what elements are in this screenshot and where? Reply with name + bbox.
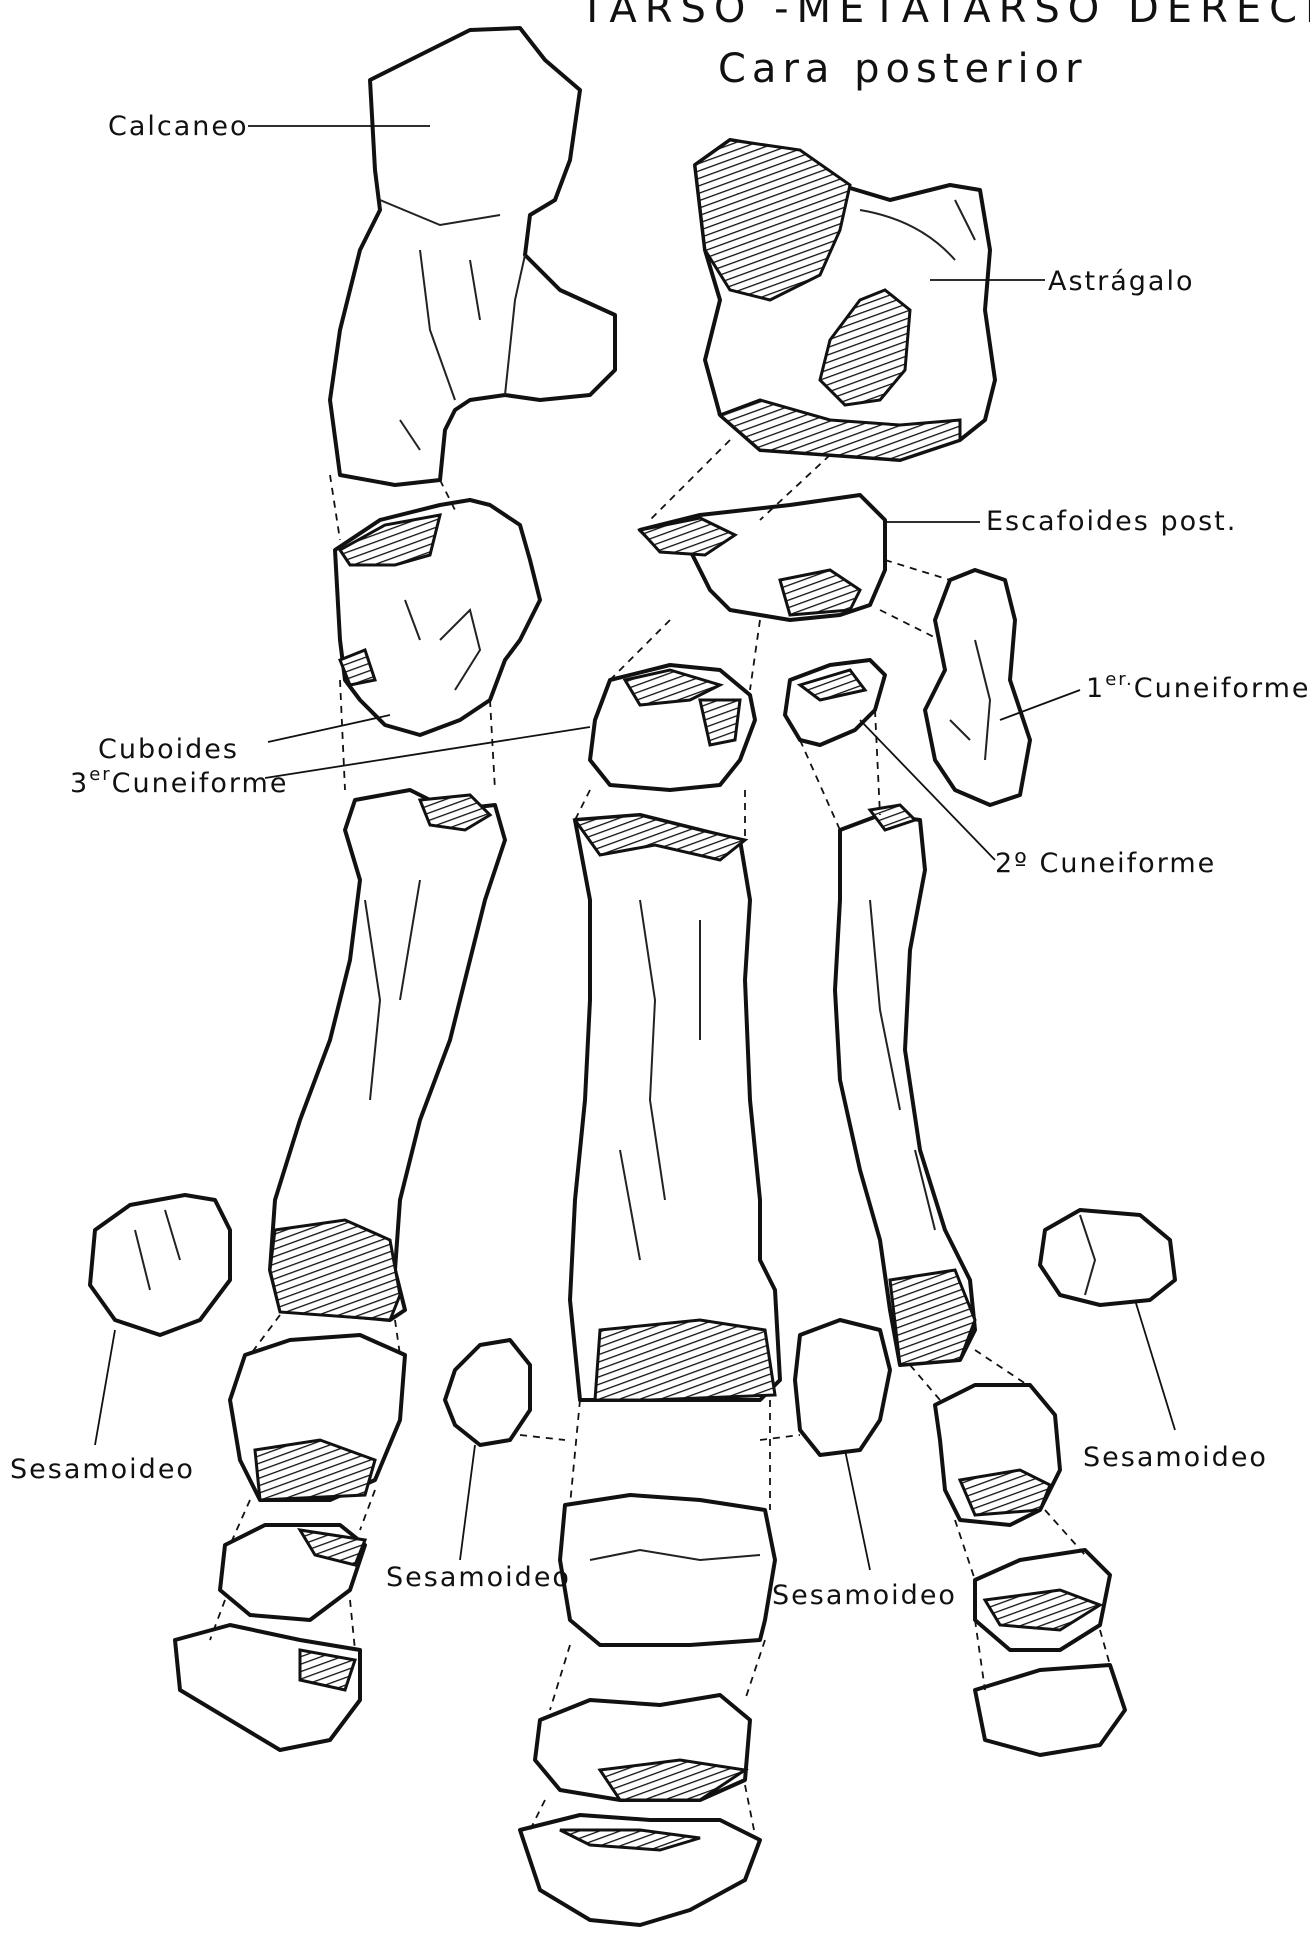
label-third-cuneiform-text: Cuneiforme [112, 768, 289, 799]
medial-proximal-phalanx [935, 1385, 1060, 1525]
calcaneus-bone [330, 28, 615, 485]
sesamoid-inner-right [795, 1320, 890, 1455]
cuboid-bone [335, 500, 540, 735]
label-first-cuneiform: 1er.Cuneiforme [1086, 669, 1310, 704]
lateral-metatarsal-bone [270, 790, 505, 1320]
label-first-cuneiform-sup: er. [1105, 669, 1134, 690]
figure-subtitle: Cara posterior [718, 46, 1088, 92]
central-middle-phalanx [535, 1695, 750, 1800]
third-cuneiform-bone [590, 665, 755, 790]
sesamoid-far-right [1040, 1210, 1175, 1305]
label-third-cuneiform-sup: er [89, 764, 111, 785]
label-first-cuneiform-num: 1 [1086, 673, 1105, 704]
label-cuboides: Cuboides [98, 734, 239, 765]
label-escafoides: Escafoides post. [986, 506, 1237, 537]
first-cuneiform-bone [925, 570, 1030, 805]
label-astragalo: Astrágalo [1048, 266, 1194, 297]
second-cuneiform-bone [785, 660, 885, 745]
central-metatarsal-bone [570, 815, 780, 1400]
label-sesamoideo-left: Sesamoideo [10, 1454, 195, 1485]
central-distal-phalanx [520, 1815, 760, 1925]
astragalus-bone [695, 140, 995, 460]
label-sesamoideo-inner-left: Sesamoideo [386, 1562, 571, 1593]
lateral-distal-phalanx [175, 1625, 360, 1750]
navicular-bone [640, 495, 885, 620]
medial-distal-phalanx [975, 1665, 1125, 1755]
label-third-cuneiform-num: 3 [70, 768, 89, 799]
lateral-proximal-phalanx [230, 1335, 405, 1500]
label-sesamoideo-inner-right: Sesamoideo [772, 1580, 957, 1611]
central-proximal-phalanx [560, 1495, 775, 1645]
sesamoid-far-left [90, 1195, 230, 1335]
medial-middle-phalanx [975, 1550, 1110, 1650]
label-second-cuneiform: 2º Cuneiforme [995, 848, 1216, 879]
lateral-middle-phalanx [220, 1525, 365, 1620]
label-sesamoideo-right: Sesamoideo [1083, 1442, 1268, 1473]
label-first-cuneiform-text: Cuneiforme [1134, 673, 1310, 704]
label-third-cuneiform: 3erCuneiforme [70, 764, 288, 799]
medial-metatarsal-bone [835, 805, 975, 1365]
figure-title: TARSO -METATARSO DERECHOS [579, 0, 1310, 32]
sesamoid-inner-left [445, 1340, 530, 1445]
label-calcaneo: Calcaneo [108, 111, 249, 142]
